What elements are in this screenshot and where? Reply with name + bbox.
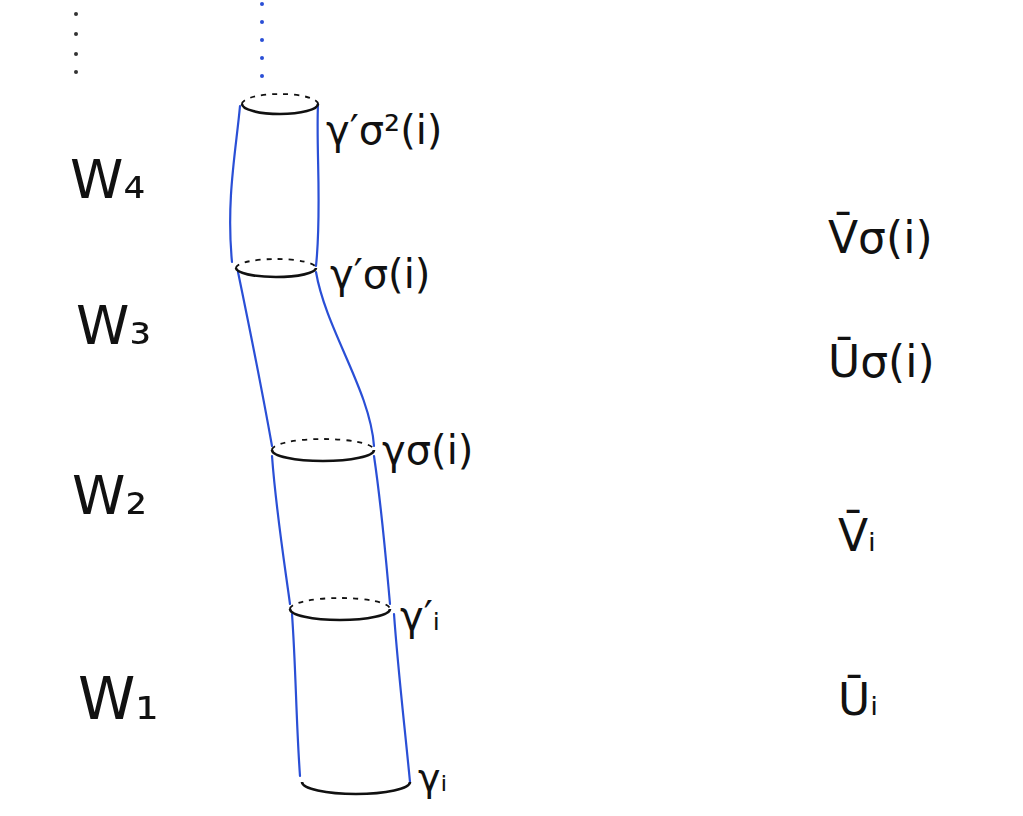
space-label: V̄ᵢ: [838, 512, 876, 560]
curve-label: γ′ᵢ: [400, 594, 440, 638]
piece-label: W₂: [72, 466, 147, 525]
curve-label: γ′σ²(i): [326, 108, 442, 152]
vertical-ellipsis: [74, 12, 78, 74]
piece-label: W₁: [78, 668, 159, 732]
piece-label: W₄: [70, 150, 145, 209]
curve-label: γ′σ(i): [330, 252, 430, 296]
tube-continuation: [260, 2, 264, 78]
space-label: Ūᵢ: [838, 676, 878, 724]
curve-label: γσ(i): [382, 428, 473, 472]
piece-label: W₃: [76, 296, 151, 355]
space-label: V̄σ(i): [828, 214, 933, 262]
space-label: Ūσ(i): [828, 338, 935, 386]
curve-label: γᵢ: [418, 758, 447, 800]
